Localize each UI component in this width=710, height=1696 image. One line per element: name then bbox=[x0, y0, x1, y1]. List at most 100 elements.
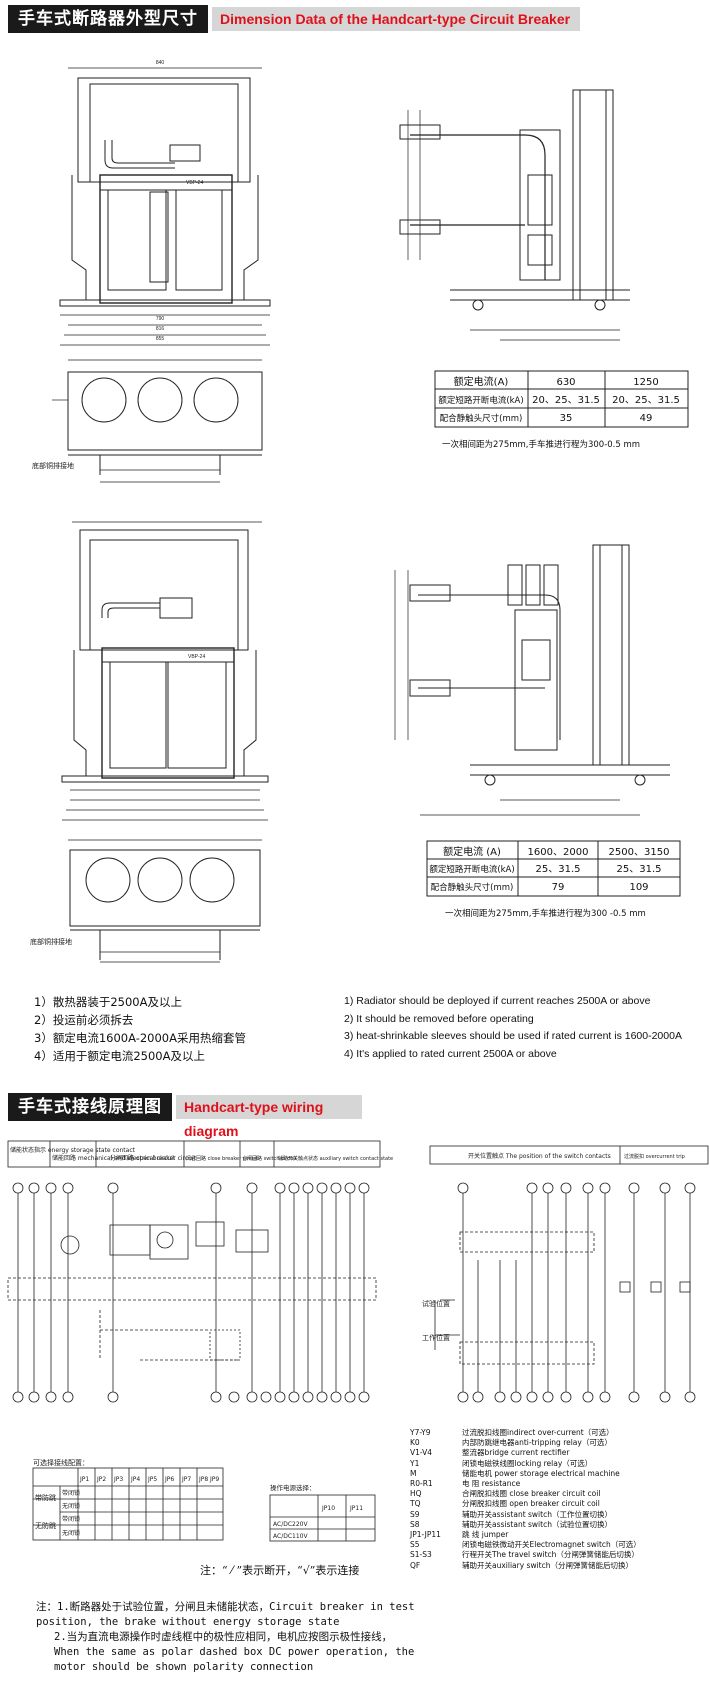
section-title-en: Dimension Data of the Handcart-type Circ… bbox=[212, 7, 580, 31]
t2-r0c2: 25、31.5 bbox=[617, 864, 662, 875]
notes-en: 1) Radiator should be deployed if curren… bbox=[344, 993, 682, 1063]
legend-row: M 储能电机 power storage electrical machine bbox=[410, 1469, 641, 1479]
t1-r0c2: 20、25、31.5 bbox=[612, 395, 680, 406]
wiring-text: 储能状态指示 energy storage state contact 储能回路… bbox=[10, 1146, 685, 1540]
legend-desc: 分闸脱扣线圈 open breaker circuit coil bbox=[462, 1499, 600, 1509]
t2-h0: 额定电流 (A) bbox=[443, 845, 501, 858]
pw-row-2: AC/DC110V bbox=[273, 1533, 308, 1540]
legend-desc: 闭锁电磁铁微动开关Electromagnet switch（可选） bbox=[462, 1540, 641, 1550]
t2-note: 一次相间距为275mm,手车推进行程为300 -0.5 mm bbox=[445, 908, 646, 919]
front-view-2 bbox=[61, 521, 269, 821]
t2-r0c0: 额定短路开断电流(kA) bbox=[429, 864, 514, 875]
legend-code: JP1-JP11 bbox=[410, 1530, 441, 1540]
legend-desc: 内部防跳继电器anti-tripping relay（可选） bbox=[462, 1438, 612, 1448]
note-cn-3: 3）额定电流1600A-2000A采用热缩套管 bbox=[34, 1031, 246, 1045]
jp-group-1: 带防跳 bbox=[35, 1493, 56, 1502]
wl-h2: 分闸回路 open breaker circuit bbox=[110, 1154, 197, 1162]
t1-r1c0: 配合静触头尺寸(mm) bbox=[440, 413, 523, 424]
wl-h5: 辅助开关触点状态 auxiliary switch contact state bbox=[278, 1155, 393, 1162]
legend-code: QF bbox=[410, 1560, 421, 1570]
jp-row-4: 无闭锁 bbox=[62, 1529, 80, 1537]
jp-col-3: JP3 bbox=[113, 1476, 123, 1483]
front-view-1 bbox=[59, 67, 271, 346]
note-en-2: 2) It should be removed before operating bbox=[344, 1012, 534, 1025]
dim-840-1: 840 bbox=[156, 60, 165, 66]
dim-816-1: 816 bbox=[156, 326, 165, 332]
legend-code: TQ bbox=[410, 1499, 421, 1509]
footer-note-1: 注：1.断路器处于试验位置，分闸且未储能状态，Circuit breaker i… bbox=[36, 1601, 415, 1628]
section2-title-en: Handcart-type wiring diagram bbox=[176, 1095, 362, 1139]
top-view-2 bbox=[68, 839, 262, 963]
t2-r1c1: 79 bbox=[552, 882, 565, 893]
top-view-1 bbox=[52, 359, 263, 483]
section-title-cn: 手车式断路器外型尺寸 bbox=[8, 5, 208, 33]
legend-code: S1-S3 bbox=[410, 1550, 432, 1560]
legend-code: R0-R1 bbox=[410, 1479, 433, 1489]
legend-code: M bbox=[410, 1468, 417, 1478]
wiring-diagram bbox=[7, 1140, 709, 1542]
pw-row-1: AC/DC220V bbox=[273, 1521, 308, 1528]
note-cn-1: 1）散热器装于2500A及以上 bbox=[34, 995, 182, 1009]
wl-h3: 闭合回路 close breaker circuit bbox=[186, 1155, 258, 1162]
legend-desc: 整流器bridge current rectifier bbox=[462, 1448, 570, 1458]
legend-code: S9 bbox=[410, 1509, 420, 1519]
side-view-2 bbox=[394, 544, 670, 816]
t1-r0c1: 20、25、31.5 bbox=[532, 395, 600, 406]
t1-note: 一次相间距为275mm,手车推进行程为300-0.5 mm bbox=[442, 439, 640, 450]
t2-r1c0: 配合静触头尺寸(mm) bbox=[431, 882, 514, 893]
work-position-label: 工作位置 bbox=[422, 1333, 450, 1342]
t2-h1: 1600、2000 bbox=[528, 847, 589, 858]
legend-row: S5 闭锁电磁铁微动开关Electromagnet switch（可选） bbox=[410, 1540, 641, 1550]
jumper-table-title: 可选择接线配置： bbox=[33, 1458, 89, 1467]
legend-desc: 闭锁电磁铁线圈locking relay（可选） bbox=[462, 1458, 593, 1468]
t1-h0: 额定电流(A) bbox=[454, 375, 509, 388]
legend-desc: 行程开关The travel switch（分闸弹簧储能后切换） bbox=[462, 1550, 639, 1560]
wl-h1: 储能回路 mechanical and electrical circuit bbox=[52, 1154, 176, 1162]
side-view-1 bbox=[399, 89, 630, 341]
legend-desc: 储能电机 power storage electrical machine bbox=[462, 1468, 620, 1478]
dim-790-1: 790 bbox=[156, 316, 165, 322]
front-label-2: VBP-24 bbox=[188, 654, 205, 660]
note-cn-2: 2）投运前必须拆去 bbox=[34, 1013, 134, 1027]
note-en-1: 1) Radiator should be deployed if curren… bbox=[344, 995, 651, 1007]
jumper-table bbox=[32, 1467, 224, 1541]
footer-note-2: 2.当为直流电源操作时虚线框中的极性应相同，电机应按图示极性接线，When th… bbox=[54, 1631, 415, 1673]
t1-r1c1: 35 bbox=[560, 413, 573, 424]
legend-desc: 合闸脱扣线圈 close breaker circuit coil bbox=[462, 1489, 601, 1499]
t2-r0c1: 25、31.5 bbox=[536, 864, 581, 875]
t1-r1c2: 49 bbox=[640, 413, 653, 424]
legend-code: Y7-Y9 bbox=[410, 1428, 431, 1437]
jp-col-5: JP5 bbox=[147, 1476, 157, 1483]
table-1 bbox=[434, 370, 689, 428]
power-table-title: 操作电源选择： bbox=[270, 1483, 316, 1492]
legend-row: S1-S3 行程开关The travel switch（分闸弹簧储能后切换） bbox=[410, 1550, 641, 1560]
base-label-1: 底部铜排接地 bbox=[32, 461, 74, 470]
pw-col-1: JP10 bbox=[321, 1505, 335, 1512]
wr-h0: 开关位置触点 The position of the switch contac… bbox=[468, 1152, 611, 1160]
legend-code: S5 bbox=[410, 1540, 420, 1550]
t1-r0c0: 额定短路开断电流(kA) bbox=[438, 395, 523, 406]
jp-col-9: JP9 bbox=[209, 1476, 219, 1483]
jp-group-2: 无防跳 bbox=[35, 1521, 56, 1530]
pw-col-2: JP11 bbox=[349, 1505, 363, 1512]
legend-desc: 辅助开关assistant switch（工作位置切换） bbox=[462, 1509, 612, 1519]
t1-h2: 1250 bbox=[633, 377, 658, 388]
note-cn-4: 4）适用于额定电流2500A及以上 bbox=[34, 1049, 205, 1063]
power-table bbox=[269, 1494, 376, 1542]
jp-col-4: JP4 bbox=[130, 1476, 140, 1483]
jp-row-2: 无闭锁 bbox=[62, 1502, 80, 1510]
wl-h4: 合闸回路 switch circuit bbox=[242, 1155, 297, 1162]
wr-h1: 过流脱扣 overcurrent trip bbox=[624, 1153, 685, 1160]
note-en-4: 4) It's applied to rated current 2500A o… bbox=[344, 1047, 557, 1060]
t1-h1: 630 bbox=[556, 377, 575, 388]
base-label-2: 底部铜排接地 bbox=[30, 937, 72, 946]
symbol-remark: 注：“ ⁄ ”表示断开，“√”表示连接 bbox=[200, 1564, 360, 1577]
jp-col-2: JP2 bbox=[96, 1476, 106, 1483]
